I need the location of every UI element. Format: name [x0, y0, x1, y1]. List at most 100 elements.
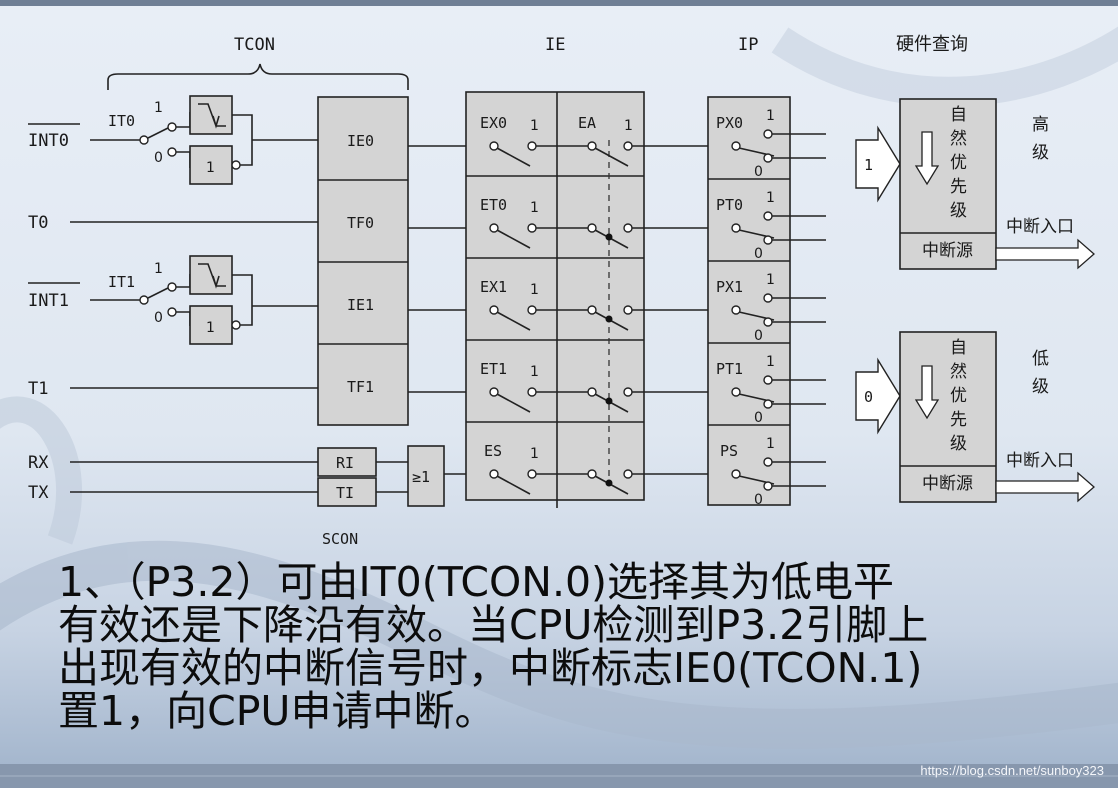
high-level-char: 自: [950, 105, 967, 125]
enable-es: ES: [484, 442, 502, 460]
high-level-source: 中断源: [922, 241, 973, 261]
it1-contact-wires: [176, 274, 191, 326]
ea-one: 1: [624, 118, 633, 134]
low-level-source: 中断源: [922, 474, 973, 494]
ie-switches: [489, 141, 708, 495]
priority-px1: PX1: [716, 278, 743, 296]
int1-merge: [232, 274, 318, 326]
ip-zero: 0: [754, 410, 763, 426]
ie-register: [465, 91, 645, 508]
int0-edge-detector: [189, 95, 233, 135]
high-level-arrow-label: 1: [864, 156, 873, 174]
it1-contact-0: [167, 307, 177, 317]
hardware-query-label: 硬件查询: [896, 34, 968, 55]
watermark: https://blog.csdn.net/sunboy323: [920, 763, 1104, 778]
it1-pos-one: 1: [154, 261, 163, 277]
ie-one: 1: [530, 118, 539, 134]
it0-contact-wires: [176, 112, 191, 168]
it1-label: IT1: [108, 273, 135, 291]
high-level-side: 级: [1032, 143, 1049, 163]
int1-label: INT1: [28, 291, 69, 311]
flag-ie0: IE0: [347, 132, 374, 150]
ip-one: 1: [766, 272, 775, 288]
tcon-brace: [107, 63, 409, 90]
ie-one: 1: [530, 282, 539, 298]
ip-zero: 0: [754, 164, 763, 180]
scon-label: SCON: [322, 530, 358, 548]
ie-one: 1: [530, 364, 539, 380]
int0-inverter-bubble: [231, 160, 241, 170]
flag-ri: RI: [336, 454, 354, 472]
priority-pt1: PT1: [716, 360, 743, 378]
low-level-char: 优: [950, 386, 967, 406]
low-level-char: 然: [950, 362, 967, 382]
flag-tf0: TF0: [347, 214, 374, 232]
ie-label: IE: [545, 35, 565, 55]
high-level-input-arrow: [855, 125, 901, 203]
it0-pos-zero: 0: [154, 150, 163, 166]
high-level-char: 先: [950, 177, 967, 197]
low-level-input-arrow: [855, 357, 901, 435]
flag-to-ie-wires: [408, 145, 466, 475]
it0-contact-1: [167, 122, 177, 132]
ip-register: [707, 96, 791, 506]
low-level-char: 先: [950, 410, 967, 430]
ip-zero: 0: [754, 492, 763, 508]
high-level-char: 级: [950, 201, 967, 221]
low-priority-block: 0 自 然 优 先 级 中断源 低 级 中断入口: [855, 331, 1095, 503]
down-arrow-icon: [914, 131, 940, 186]
ip-zero: 0: [754, 246, 763, 262]
caption-line-4: 置1，向CPU申请中断。: [58, 687, 496, 735]
enable-ea: EA: [578, 114, 596, 132]
flag-ti: TI: [336, 484, 354, 502]
enable-et0: ET0: [480, 196, 507, 214]
it0-switch-pivot: [139, 135, 149, 145]
ip-one: 1: [766, 190, 775, 206]
int1-inverter: [189, 305, 233, 345]
it1-pos-zero: 0: [154, 310, 163, 326]
high-level-output-arrow: [995, 238, 1095, 270]
ip-switches: 1 0 1 0 1 0 1 0 1 0: [731, 108, 826, 508]
low-level-output-arrow: [995, 471, 1095, 503]
low-level-char: 自: [950, 338, 967, 358]
enable-et1: ET1: [480, 360, 507, 378]
low-level-side: 低: [1032, 349, 1049, 369]
scon-block: RI TI ≥1 SCON: [317, 445, 445, 548]
tx-label: TX: [28, 483, 49, 503]
tcon-flags: IE0 TF0 IE1 TF1: [317, 96, 409, 426]
tcon-label: TCON: [234, 35, 275, 55]
ip-one: 1: [766, 354, 775, 370]
rx-label: RX: [28, 453, 49, 473]
int1-inverter-label: 1: [206, 320, 215, 336]
ip-one: 1: [766, 436, 775, 452]
high-priority-block: 1 自 然 优 先 级 中断源 高 级 中断入口: [855, 98, 1095, 270]
int0-inverter-label: 1: [206, 160, 215, 176]
high-level-side: 高: [1032, 115, 1049, 135]
priority-ps: PS: [720, 442, 738, 460]
background-decoration: [0, 26, 1118, 749]
it0-switch-blade: [147, 127, 169, 139]
ip-one: 1: [766, 108, 775, 124]
it1-contact-1: [167, 282, 177, 292]
or-gate-label: ≥1: [412, 468, 430, 486]
ip-zero: 0: [754, 328, 763, 344]
ie-one: 1: [530, 446, 539, 462]
high-level-output-label: 中断入口: [1006, 217, 1074, 237]
down-arrow-icon: [914, 365, 940, 420]
int1-inverter-bubble: [231, 320, 241, 330]
enable-ex0: EX0: [480, 114, 507, 132]
low-level-output-label: 中断入口: [1006, 451, 1074, 471]
t0-label: T0: [28, 213, 48, 233]
ie-one: 1: [530, 200, 539, 216]
priority-pt0: PT0: [716, 196, 743, 214]
it0-label: IT0: [108, 112, 135, 130]
low-level-side: 级: [1032, 377, 1049, 397]
falling-edge-icon: [198, 263, 226, 289]
enable-ex1: EX1: [480, 278, 507, 296]
t1-label: T1: [28, 379, 48, 399]
high-level-char: 然: [950, 129, 967, 149]
caption-line-3: 出现有效的中断信号时，中断标志IE0(TCON.1): [58, 644, 923, 692]
caption-line-1: 1、（P3.2）可由IT0(TCON.0)选择其为低电平: [58, 558, 895, 606]
